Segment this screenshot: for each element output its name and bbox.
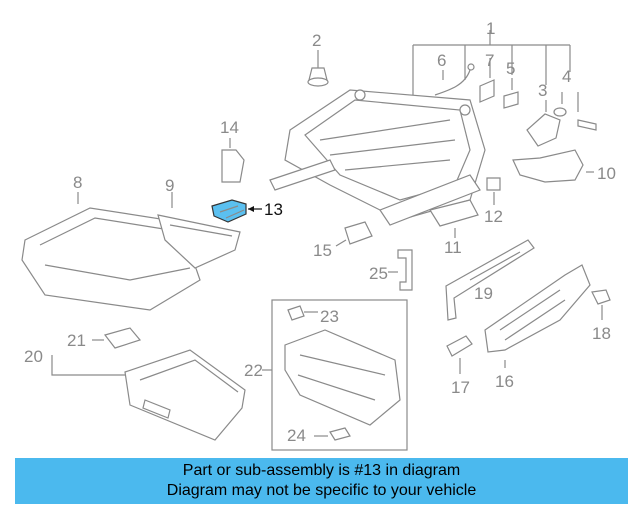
part-18 xyxy=(591,289,611,320)
part-15 xyxy=(335,221,373,247)
part-8-cushion xyxy=(21,192,201,311)
part-9-pad xyxy=(157,192,241,269)
label-10: 10 xyxy=(597,164,616,183)
label-9: 9 xyxy=(165,176,174,195)
part-5 xyxy=(503,78,519,109)
label-25: 25 xyxy=(369,264,388,283)
banner-line-1: Part or sub-assembly is #13 in diagram xyxy=(182,462,461,479)
part-1-leader xyxy=(412,30,571,95)
part-13-highlighted[interactable] xyxy=(211,199,262,223)
banner-line-2: Diagram may not be specific to your vehi… xyxy=(166,482,477,499)
label-16: 16 xyxy=(495,372,514,391)
part-12 xyxy=(486,177,501,205)
label-14: 14 xyxy=(220,118,239,137)
part-19-wire xyxy=(445,239,535,321)
label-2: 2 xyxy=(312,31,321,50)
part-4 xyxy=(553,92,597,131)
label-11: 11 xyxy=(444,238,462,257)
label-17: 17 xyxy=(451,378,470,397)
part-25 xyxy=(388,249,413,291)
label-4: 4 xyxy=(562,67,571,86)
label-20: 20 xyxy=(24,347,43,366)
parts-diagram: 1 2 3 4 5 6 7 8 9 10 11 12 13 14 15 16 1… xyxy=(21,19,616,451)
label-19: 19 xyxy=(474,284,493,303)
label-21: 21 xyxy=(67,331,86,350)
label-18: 18 xyxy=(592,324,611,343)
label-1: 1 xyxy=(486,19,495,38)
part-22-inset xyxy=(262,299,408,451)
label-5: 5 xyxy=(506,59,515,78)
part-2-bolt xyxy=(307,50,329,87)
label-23: 23 xyxy=(320,307,339,326)
part-11-trim xyxy=(429,199,479,238)
label-22: 22 xyxy=(244,361,263,380)
part-13-shape[interactable] xyxy=(211,199,247,223)
label-15: 15 xyxy=(313,241,332,260)
label-6: 6 xyxy=(437,51,446,70)
part-10-bracket xyxy=(512,149,594,183)
part-6-cable xyxy=(434,63,475,96)
part-3 xyxy=(526,100,561,147)
label-7: 7 xyxy=(485,51,494,70)
part-17 xyxy=(446,335,473,374)
part-21-pad xyxy=(92,327,142,349)
label-3: 3 xyxy=(538,81,547,100)
seat-frame xyxy=(269,89,486,226)
part-20-tray xyxy=(51,349,246,441)
label-12: 12 xyxy=(484,207,503,226)
label-13: 13 xyxy=(264,200,283,219)
part-16-shield xyxy=(484,264,591,368)
info-banner: Part or sub-assembly is #13 in diagram D… xyxy=(15,458,628,504)
part-14 xyxy=(221,138,245,183)
part-7 xyxy=(479,58,495,103)
label-24: 24 xyxy=(287,426,306,445)
label-8: 8 xyxy=(73,173,82,192)
